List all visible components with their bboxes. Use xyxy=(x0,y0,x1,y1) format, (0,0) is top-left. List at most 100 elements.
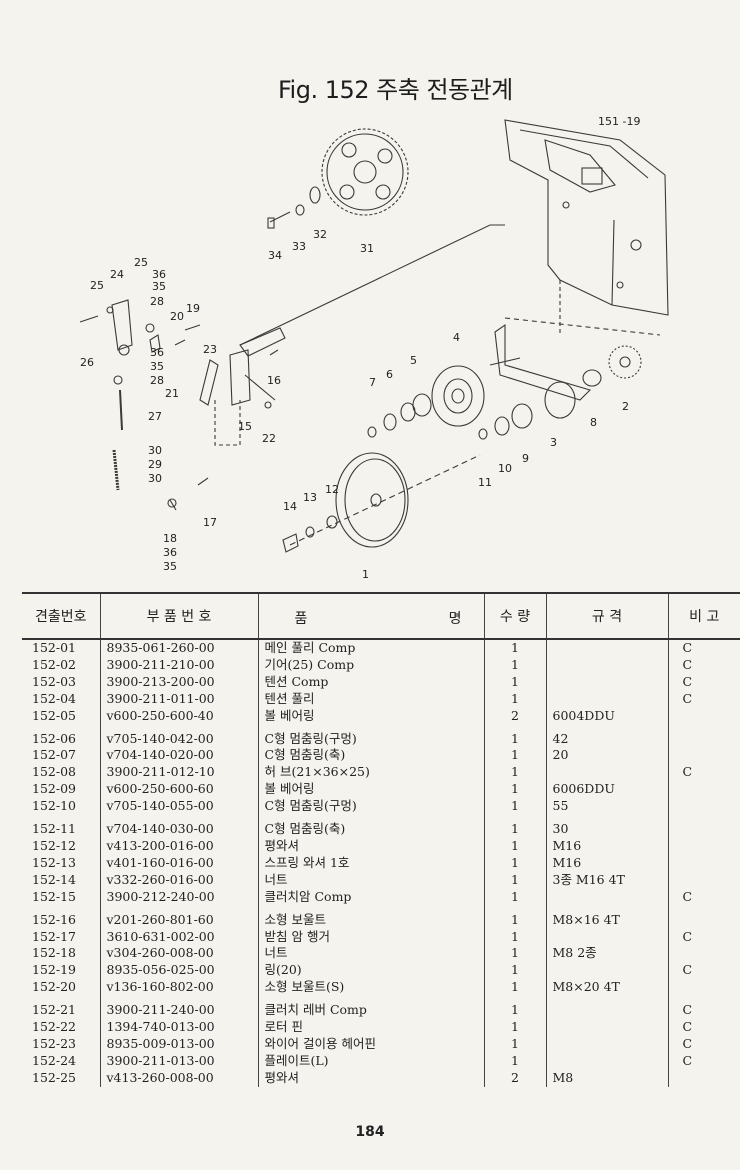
callout-15: 15 xyxy=(238,420,252,433)
cell-spec: 6004DDU xyxy=(545,707,668,725)
cell-ref-no: 152-11 xyxy=(32,821,76,837)
cell-quantity: 1 xyxy=(483,656,546,674)
callout-22: 22 xyxy=(262,432,276,445)
callout-16: 16 xyxy=(267,374,281,387)
cell-quantity: 1 xyxy=(483,1035,546,1053)
header-part-no: 부 품 번 호 xyxy=(99,592,258,640)
cell-spec xyxy=(545,639,668,657)
cell-ref-no: 152-02 xyxy=(32,656,76,672)
cell-part-name: 클러치 레버 Comp xyxy=(257,996,484,1020)
cell-part-name: 스프링 와셔 1호 xyxy=(257,854,484,872)
cell-part-number: 3900-211-011-00 xyxy=(99,690,258,708)
cell-remarks xyxy=(667,945,740,963)
callout-5: 5 xyxy=(410,354,417,367)
cell-part-name: 메인 풀리 Comp xyxy=(257,639,484,657)
cell-quantity: 1 xyxy=(483,905,546,929)
cell-quantity: 1 xyxy=(483,996,546,1020)
cell-spec xyxy=(545,690,668,708)
cell-ref-no: 152-13 xyxy=(32,854,76,870)
cell-quantity: 1 xyxy=(483,888,546,906)
cell-part-name: 소형 보울트 xyxy=(257,905,484,929)
cell-part-number: 8935-061-260-00 xyxy=(99,639,258,657)
cell-part-number: 3610-631-002-00 xyxy=(99,928,258,946)
cell-spec: M8 xyxy=(545,1069,668,1087)
large-gear xyxy=(267,128,409,229)
frame-housing xyxy=(504,119,669,335)
callout-7: 7 xyxy=(369,376,376,389)
callout-18: 18 xyxy=(163,532,177,545)
cell-part-number: v304-260-008-00 xyxy=(99,945,258,963)
header-name-a: 품 xyxy=(294,611,308,627)
cell-ref-no: 152-17 xyxy=(32,928,76,944)
cell-spec xyxy=(545,888,668,906)
cell-spec: 20 xyxy=(545,747,668,765)
cell-remarks: C xyxy=(667,656,740,674)
cell-part-number: 3900-213-200-00 xyxy=(99,673,258,691)
cell-spec: 55 xyxy=(545,798,668,816)
callout-21: 21 xyxy=(165,387,179,400)
cell-part-name: C형 멈춤링(구멍) xyxy=(257,724,484,748)
cell-remarks: C xyxy=(667,639,740,657)
callout-30-bottom: 30 xyxy=(148,472,162,485)
cell-ref-no: 152-24 xyxy=(32,1052,76,1068)
cell-part-name: 너트 xyxy=(257,871,484,889)
callout-23: 23 xyxy=(203,343,217,356)
callout-34: 34 xyxy=(268,249,282,262)
cell-remarks xyxy=(667,1069,740,1087)
cell-remarks xyxy=(667,707,740,725)
cell-part-number: 3900-212-240-00 xyxy=(99,888,258,906)
callout-31: 31 xyxy=(360,242,374,255)
cell-ref-no: 152-22 xyxy=(32,1019,76,1035)
cell-quantity: 1 xyxy=(483,928,546,946)
cell-remarks: C xyxy=(667,764,740,782)
callout-8: 8 xyxy=(590,416,597,429)
cell-part-name: 로터 핀 xyxy=(257,1019,484,1036)
callout-6: 6 xyxy=(386,368,393,381)
cell-part-name: 클러치암 Comp xyxy=(257,888,484,906)
cell-quantity: 1 xyxy=(483,764,546,782)
cell-part-number: v705-140-042-00 xyxy=(99,724,258,748)
cell-part-number: v705-140-055-00 xyxy=(99,798,258,816)
cell-remarks xyxy=(667,854,740,872)
cell-quantity: 1 xyxy=(483,837,546,855)
cell-remarks: C xyxy=(667,928,740,946)
cell-remarks xyxy=(667,815,740,838)
callout-3: 3 xyxy=(550,436,557,449)
cell-part-number: v201-260-801-60 xyxy=(99,905,258,929)
cell-ref-no: 152-09 xyxy=(32,781,76,797)
cell-remarks: C xyxy=(667,996,740,1020)
callout-35-bottom: 35 xyxy=(163,560,177,573)
cell-part-number: 3900-211-013-00 xyxy=(99,1052,258,1070)
cell-part-number: v704-140-030-00 xyxy=(99,815,258,838)
cell-part-name: 평와셔 xyxy=(257,837,484,855)
cell-ref-no: 152-04 xyxy=(32,690,76,706)
callout-14: 14 xyxy=(283,500,297,513)
cell-ref-no: 152-05 xyxy=(32,707,76,723)
callout-35-top: 35 xyxy=(152,280,166,293)
cell-quantity: 1 xyxy=(483,781,546,799)
cell-part-name: 평와셔 xyxy=(257,1069,484,1087)
header-qty: 수 량 xyxy=(483,592,546,640)
cell-remarks xyxy=(667,979,740,997)
cell-part-name: 너트 xyxy=(257,945,484,963)
cell-ref-no: 152-21 xyxy=(32,1002,76,1018)
cell-ref-no: 152-20 xyxy=(32,979,76,995)
cell-part-name: 기어(25) Comp xyxy=(257,656,484,674)
callout-13: 13 xyxy=(303,491,317,504)
cell-part-number: v332-260-016-00 xyxy=(99,871,258,889)
cell-ref-no: 152-16 xyxy=(32,911,76,927)
header-remarks: 비 고 xyxy=(667,592,740,640)
cell-spec: M16 xyxy=(545,837,668,855)
cell-part-name: C형 멈춤링(구멍) xyxy=(257,798,484,816)
